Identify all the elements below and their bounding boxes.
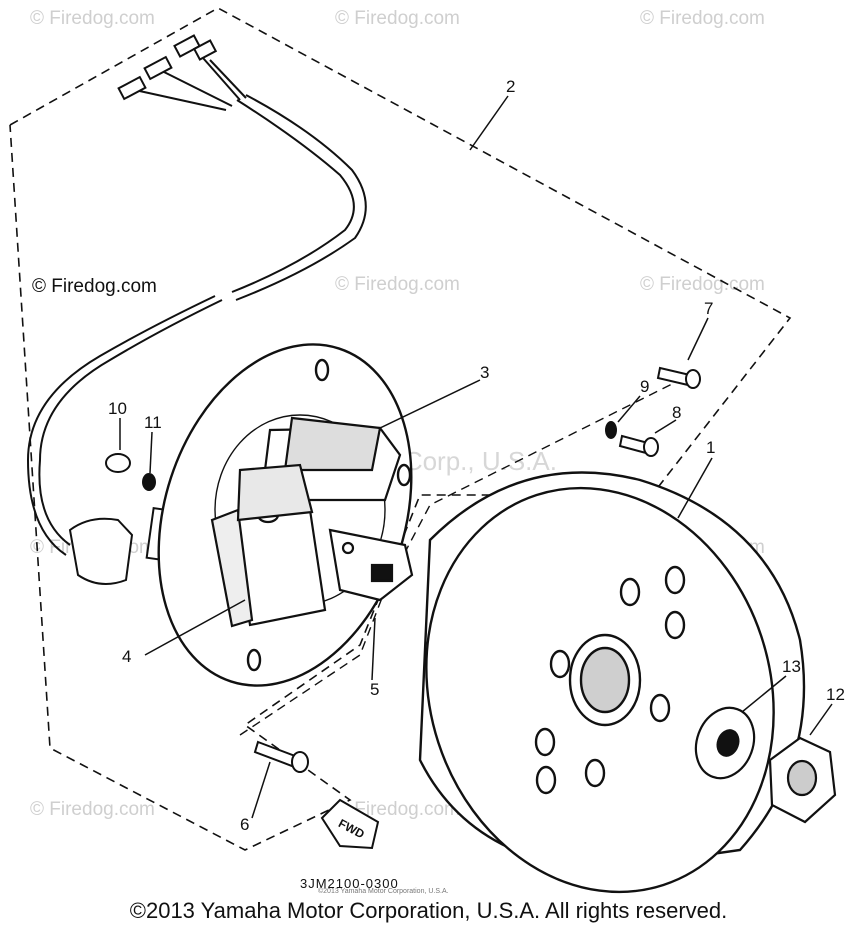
callout-1: 1 [706,438,715,457]
copyright-notice: ©2013 Yamaha Motor Corporation, U.S.A. A… [129,898,728,923]
watermark: © Firedog.com [30,8,155,29]
callout-13: 13 [782,657,801,676]
screws [105,366,701,773]
callout-2: 2 [506,77,515,96]
callout-6: 6 [240,815,249,834]
flywheel-rotor [418,471,806,894]
callouts: 1 2 3 4 5 6 7 8 9 10 11 12 13 [108,77,845,834]
assembly-boundary [9,7,792,851]
watermark: © Firedog.com [335,274,460,295]
callout-5: 5 [370,680,379,699]
fwd-arrow: FWD [320,798,380,850]
fine-print: ©2013 Yamaha Motor Corporation, U.S.A. [318,887,449,895]
connectors [117,34,218,101]
callout-7: 7 [704,299,713,318]
pulser-coil [328,528,414,602]
callout-12: 12 [826,685,845,704]
wire-harness [26,49,367,556]
callout-9: 9 [640,377,649,396]
watermark: © Firedog.com [640,8,765,29]
callout-8: 8 [672,403,681,422]
watermark-dark: © Firedog.com [32,276,157,297]
flywheel-nut [768,736,837,824]
watermark: © Firedog.com [30,799,155,820]
watermark: © Firedog.com [640,274,765,295]
diagram-part-number: 3JM2100-0300 [300,876,399,891]
watermark: © Firedog.com [335,8,460,29]
washer [694,706,756,780]
callout-10: 10 [108,399,127,418]
assembly-boundary-inner [239,369,701,736]
callout-3: 3 [480,363,489,382]
leader-lines [119,95,833,819]
callout-11: 11 [144,413,162,432]
callout-4: 4 [122,647,131,666]
charge-coil [210,463,327,628]
